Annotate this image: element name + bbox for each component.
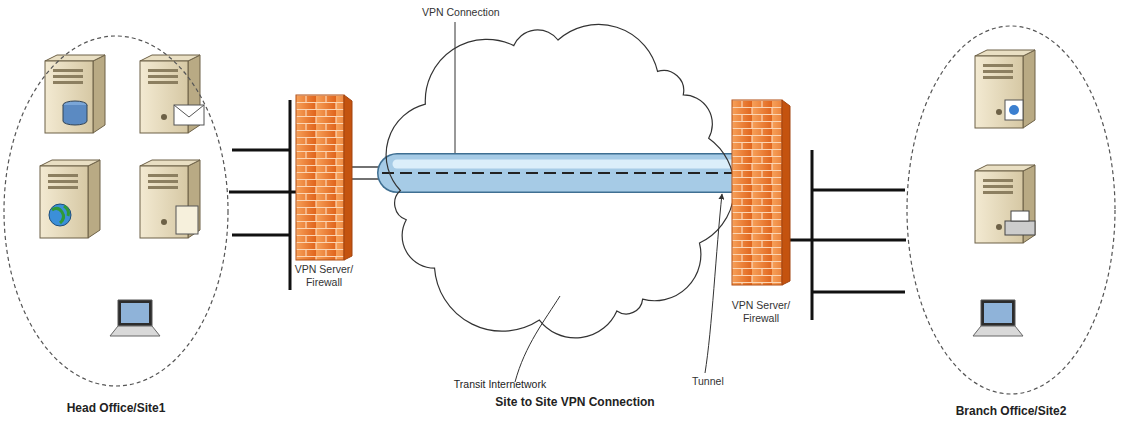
- laptop-icon: [110, 300, 160, 336]
- ellipse-outline: [906, 25, 1116, 395]
- site-region: Branch Office/Site2: [906, 25, 1116, 395]
- laptop-icon: [973, 300, 1023, 336]
- server-icon: [45, 55, 105, 133]
- site-heading: Head Office/Site1: [67, 401, 166, 415]
- firewall-box: VPN Server/ Firewall: [732, 100, 790, 285]
- vpn-connection-line: [382, 172, 740, 174]
- ellipse-outline: [3, 35, 229, 387]
- network-link: [229, 191, 296, 194]
- leader-line: [455, 22, 722, 382]
- network-link: [229, 192, 296, 193]
- vpn-tunnel: [352, 164, 740, 179]
- network-link: [790, 239, 906, 242]
- site-heading: Branch Office/Site2: [956, 404, 1067, 418]
- network-link: [790, 240, 906, 241]
- firewall-outline: [732, 100, 790, 285]
- device-label: VPN Server/ Firewall: [292, 263, 356, 288]
- server-icon: [140, 160, 200, 238]
- server-icon: [40, 160, 100, 238]
- callout-label: VPN Connection: [420, 6, 502, 18]
- network-label: Transit Internetwork: [454, 378, 546, 391]
- callout-label: Tunnel: [690, 375, 726, 387]
- tunnel-highlight: [397, 160, 738, 169]
- cloud-outline: [378, 18, 738, 343]
- device-label: VPN Server/ Firewall: [729, 299, 793, 324]
- server-icon: [975, 165, 1035, 243]
- server-icon: [975, 50, 1035, 128]
- server-icon: [140, 55, 204, 133]
- firewall-box: VPN Server/ Firewall: [296, 95, 352, 260]
- firewall-outline: [296, 95, 352, 260]
- site-region: Head Office/Site1: [3, 35, 229, 387]
- diagram-caption: Site to Site VPN Connection: [495, 395, 654, 409]
- internet-cloud: Transit Internetwork: [378, 18, 738, 343]
